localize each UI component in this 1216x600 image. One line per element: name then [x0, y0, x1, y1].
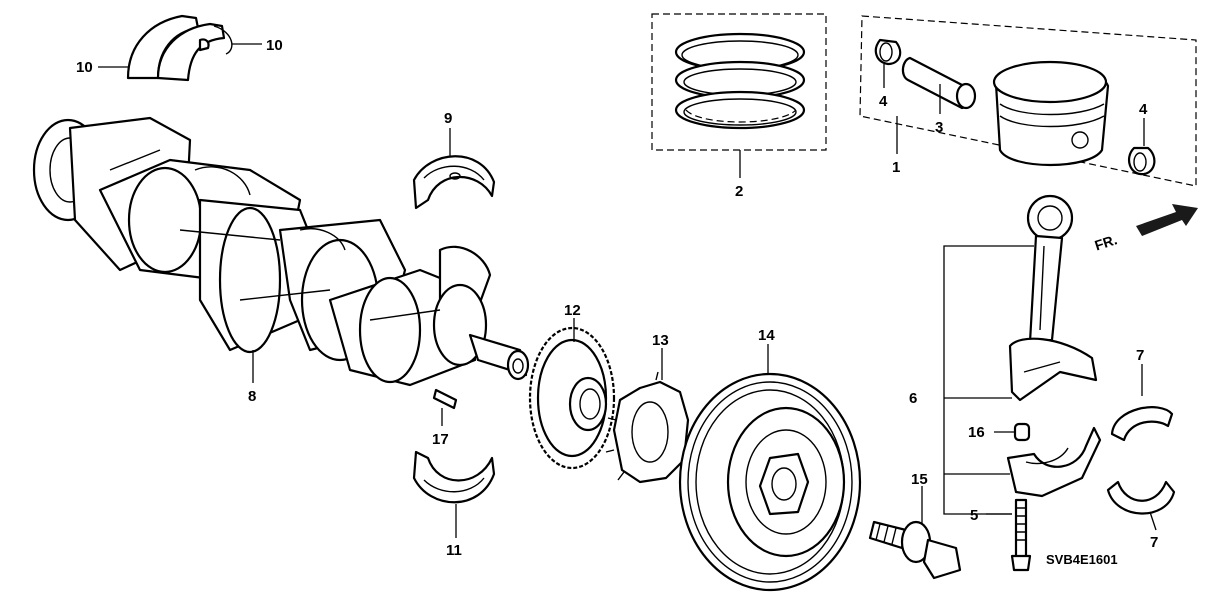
callout-12: 12: [564, 302, 581, 319]
callout-16: 16: [968, 424, 985, 441]
callout-10-left: 10: [76, 59, 93, 76]
callout-2: 2: [735, 183, 743, 200]
drawing-code: SVB4E1601: [1046, 552, 1118, 567]
crankshaft-pulley: [678, 372, 862, 592]
crank-timing-sprocket: [528, 326, 616, 470]
leader-7-bottom: [1149, 511, 1157, 531]
front-direction-arrow: FR.: [1093, 204, 1198, 254]
connecting-rod: [1008, 194, 1098, 402]
callout-15: 15: [911, 471, 928, 488]
callout-17: 17: [432, 431, 449, 448]
piston-assembly: [874, 38, 1156, 176]
callout-11: 11: [446, 542, 462, 559]
callout-14: 14: [758, 327, 775, 344]
connecting-rod-cap: [1006, 426, 1102, 498]
crankshaft: [32, 116, 530, 387]
pulley-bolt: [868, 520, 962, 580]
callout-3: 3: [935, 119, 943, 136]
piston-ring-set: [674, 32, 806, 130]
crank-pulser-plate: [605, 371, 694, 484]
callout-6: 6: [909, 390, 917, 407]
main-bearing-upper: [412, 155, 496, 210]
callout-10-right: 10: [266, 37, 283, 54]
callout-9: 9: [444, 110, 452, 127]
callout-1: 1: [892, 159, 900, 176]
callout-5: 5: [970, 507, 978, 524]
callout-7-top: 7: [1136, 347, 1144, 364]
rod-bolt: [1010, 498, 1032, 572]
callout-8: 8: [248, 388, 256, 405]
dowel-pin: [1013, 422, 1031, 442]
callout-13: 13: [652, 332, 669, 349]
callout-7-bottom: 7: [1150, 534, 1158, 551]
ring-set-box: [651, 13, 827, 151]
main-bearing-lower: [412, 450, 496, 504]
woodruff-key: [432, 388, 458, 410]
rod-bearing-upper: [1110, 406, 1174, 442]
callout-4-left: 4: [879, 93, 888, 110]
bracket-rod-assembly: [943, 245, 1034, 515]
front-label: FR.: [1093, 231, 1119, 253]
piston-assembly-box: [859, 15, 1197, 187]
thrust-washer-upper-group: [126, 14, 233, 82]
rod-bearing-lower: [1106, 480, 1176, 515]
callout-4-right: 4: [1139, 101, 1148, 118]
